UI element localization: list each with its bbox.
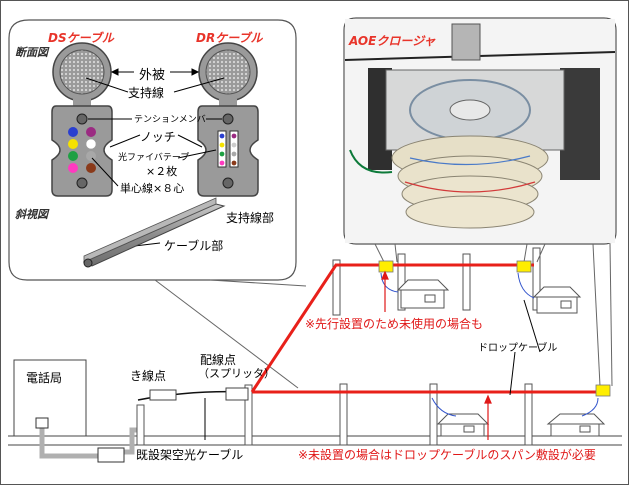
callout-line — [154, 279, 299, 389]
single-core-label: 単心線×８心 — [120, 182, 185, 195]
closure-title: AOEクロージャ — [349, 34, 436, 48]
tension-member-label: テンションメンバ — [134, 115, 206, 125]
distribution-point-label: 配線点 — [200, 353, 237, 367]
oblique-view-label: 斜視図 — [15, 208, 48, 221]
red-arrows — [381, 270, 492, 440]
support-wire-label: 支持線 — [128, 86, 165, 100]
telephone-office-building — [13, 359, 87, 437]
drop-cable-label: ドロップケーブル — [478, 343, 558, 354]
callout-line — [209, 279, 307, 287]
cable-part-label: ケーブル部 — [164, 239, 224, 253]
cable-panel — [8, 19, 307, 389]
aoe-closures — [378, 260, 611, 397]
support-part-label: 支持線部 — [226, 211, 275, 225]
ds-cable-title: DSケーブル — [48, 31, 114, 45]
dr-cable-title: DRケーブル — [196, 31, 263, 45]
oblique-cable — [82, 197, 226, 268]
notch-label: ノッチ — [140, 130, 176, 144]
utility-poles — [136, 247, 541, 446]
houses — [380, 272, 606, 437]
fiber-tape-label: 光ファイバテープ — [118, 153, 190, 163]
pointer-lines — [85, 68, 225, 248]
branch-point-label: き線点 — [130, 369, 167, 383]
telephone-office-label: 電話局 — [26, 371, 63, 385]
dr-cross-section — [197, 42, 259, 197]
splitter-label: （スプリッタ） — [198, 367, 275, 380]
red-fiber-lines — [250, 263, 600, 394]
fiber-tape-count: ×２枚 — [146, 165, 178, 178]
existing-cable-label: 既設架空光ケーブル — [136, 448, 244, 462]
note-unused: ※先行設置のため未使用の場合も — [305, 317, 484, 331]
section-view-label: 断面図 — [15, 46, 48, 59]
sheath-label: 外被 — [139, 68, 166, 83]
note-span-required: ※未設置の場合はドロップケーブルのスパン敷設が必要 — [298, 448, 596, 462]
closure-photo-panel — [343, 17, 617, 245]
